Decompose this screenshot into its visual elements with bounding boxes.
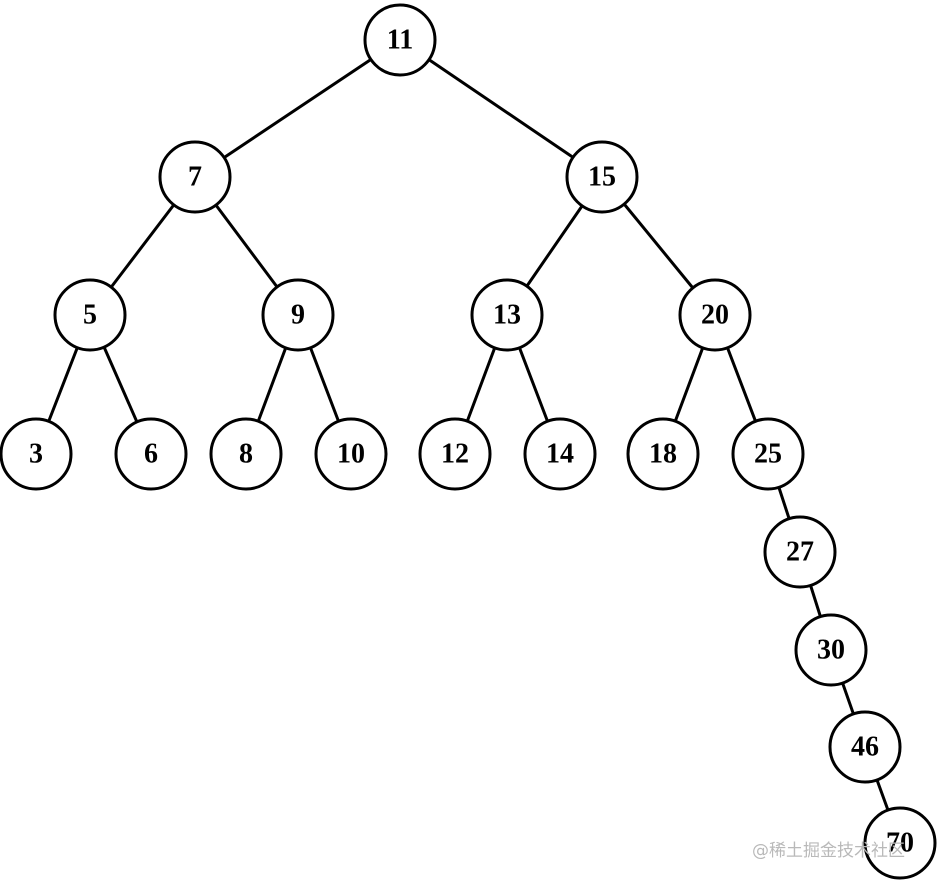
tree-node-circle	[363, 3, 437, 77]
tree-node-circle	[470, 278, 544, 352]
tree-node-label: 9	[291, 300, 305, 331]
tree-node-label: 27	[786, 537, 814, 568]
tree-node-circle	[565, 140, 639, 214]
tree-node-label: 15	[588, 162, 616, 193]
tree-node-label: 3	[29, 439, 43, 470]
tree-node-n70: 70	[863, 806, 937, 880]
tree-node-n10: 10	[314, 417, 388, 491]
tree-node-label: 12	[441, 439, 469, 470]
tree-node-circle	[209, 417, 283, 491]
tree-node-circle	[0, 417, 73, 491]
tree-node-circle	[53, 278, 127, 352]
tree-node-label: 11	[387, 25, 413, 56]
tree-node-circle	[523, 417, 597, 491]
tree-node-n8: 8	[209, 417, 283, 491]
tree-node-n12: 12	[418, 417, 492, 491]
tree-nodes: 11 7 15 5 9 13 20 3 6 8 10 12 14 18 25 27 30 46 70	[0, 3, 937, 880]
tree-node-n9: 9	[261, 278, 335, 352]
tree-node-circle	[731, 417, 805, 491]
tree-node-label: 20	[701, 300, 729, 331]
tree-edge-n11-n7	[193, 38, 402, 179]
tree-node-circle	[626, 417, 700, 491]
tree-node-label: 5	[83, 300, 97, 331]
tree-node-circle	[828, 710, 902, 784]
tree-node-label: 13	[493, 300, 521, 331]
tree-edge-n11-n15	[398, 38, 604, 179]
tree-node-label: 70	[886, 828, 914, 859]
tree-node-label: 7	[188, 162, 202, 193]
tree-node-n30: 30	[794, 613, 868, 687]
tree-node-n25: 25	[731, 417, 805, 491]
tree-node-circle	[678, 278, 752, 352]
tree-node-circle	[794, 613, 868, 687]
tree-node-n7: 7	[158, 140, 232, 214]
tree-node-n13: 13	[470, 278, 544, 352]
tree-node-label: 46	[851, 732, 879, 763]
tree-node-n14: 14	[523, 417, 597, 491]
tree-node-n18: 18	[626, 417, 700, 491]
tree-node-label: 8	[239, 439, 253, 470]
tree-node-circle	[763, 515, 837, 589]
tree-node-circle	[261, 278, 335, 352]
tree-node-n6: 6	[114, 417, 188, 491]
tree-node-label: 10	[337, 439, 365, 470]
tree-node-n46: 46	[828, 710, 902, 784]
tree-node-circle	[314, 417, 388, 491]
tree-node-circle	[114, 417, 188, 491]
tree-node-label: 18	[649, 439, 677, 470]
tree-node-circle	[863, 806, 937, 880]
tree-node-label: 6	[144, 439, 158, 470]
tree-node-n15: 15	[565, 140, 639, 214]
tree-node-n27: 27	[763, 515, 837, 589]
tree-node-circle	[418, 417, 492, 491]
tree-node-n20: 20	[678, 278, 752, 352]
tree-node-circle	[158, 140, 232, 214]
tree-node-label: 30	[817, 635, 845, 666]
tree-node-label: 25	[754, 439, 782, 470]
tree-node-n11: 11	[363, 3, 437, 77]
tree-node-n3: 3	[0, 417, 73, 491]
tree-node-label: 14	[546, 439, 574, 470]
tree-node-n5: 5	[53, 278, 127, 352]
